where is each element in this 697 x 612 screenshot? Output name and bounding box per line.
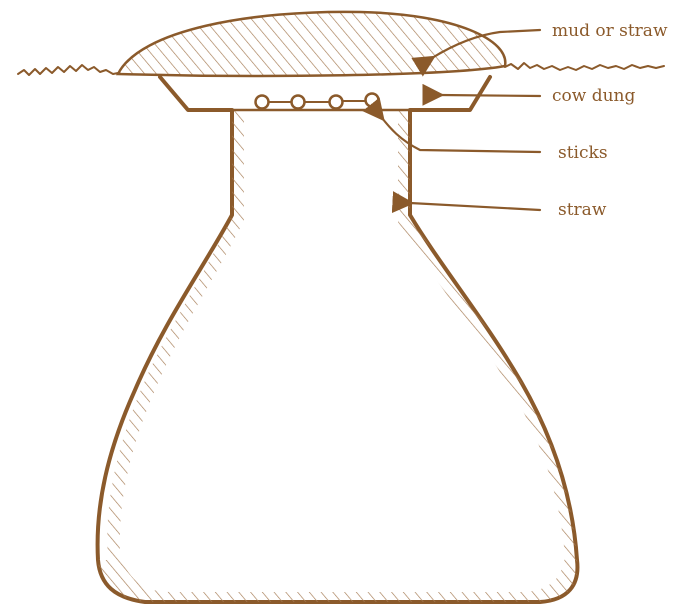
straw-lining-bottom xyxy=(98,555,577,602)
label-straw: straw xyxy=(558,200,607,220)
ground-line-right xyxy=(505,63,664,70)
sticks-row xyxy=(256,94,379,109)
arrow-cow-dung xyxy=(440,95,540,96)
label-cow-dung: cow dung xyxy=(552,86,635,106)
straw-lining-right xyxy=(398,110,577,560)
label-sticks: sticks xyxy=(558,143,608,163)
mud-straw-cap xyxy=(118,12,505,76)
straw-lining-left xyxy=(107,110,244,560)
arrow-straw xyxy=(410,203,540,210)
label-mud-or-straw: mud or straw xyxy=(552,21,668,41)
ground-line-left xyxy=(18,65,118,75)
